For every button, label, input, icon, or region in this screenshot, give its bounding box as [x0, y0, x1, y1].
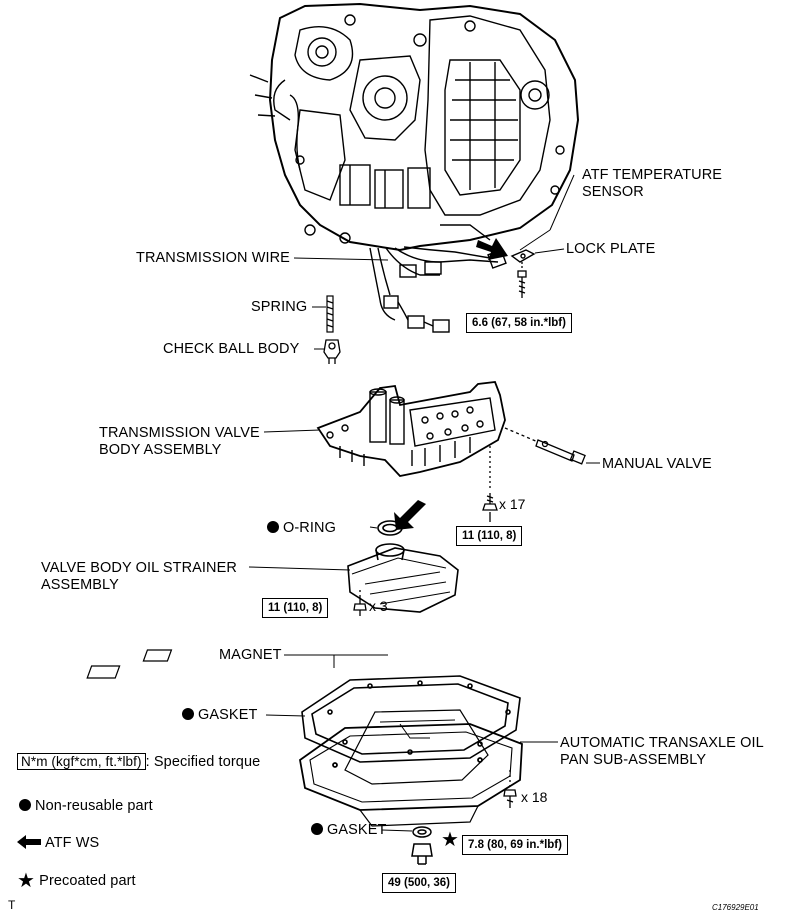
torque-sensor-bolt: 6.6 (67, 58 in.*lbf): [466, 313, 572, 333]
strainer-illustration: [347, 543, 459, 613]
label-check-ball-body: CHECK BALL BODY: [163, 341, 300, 357]
atf-arrow-sensor: [476, 238, 508, 260]
legend-non-reusable: Non-reusable part: [19, 798, 153, 815]
label-o-ring-text: O-RING: [283, 520, 336, 536]
spring-illustration: [326, 295, 334, 333]
label-manual-valve: MANUAL VALVE: [602, 456, 712, 472]
torque-drain-plug: 49 (500, 36): [382, 873, 457, 893]
qty-pan-bolts: x 18: [521, 789, 548, 805]
label-strainer: VALVE BODY OIL STRAINER ASSEMBLY: [41, 560, 237, 594]
label-gasket-drain-text: GASKET: [327, 822, 387, 838]
label-spring: SPRING: [251, 299, 308, 315]
valve-body-illustration: [316, 381, 506, 477]
pan-bolt-illustration: [503, 770, 517, 808]
check-ball-body-illustration: [323, 339, 341, 364]
torque-pan-bolts: 7.8 (80, 69 in.*lbf): [462, 835, 568, 855]
torque-strainer-bolts: 11 (110, 8): [262, 598, 329, 618]
corner-letter: T: [8, 898, 16, 912]
label-oil-pan-line1: AUTOMATIC TRANSAXLE OIL: [560, 735, 764, 751]
label-transmission-valve-body: TRANSMISSION VALVE BODY ASSEMBLY: [99, 425, 260, 459]
transaxle-housing-illustration: [249, 2, 580, 252]
label-valve-body-line2: BODY ASSEMBLY: [99, 442, 222, 458]
label-strainer-line2: ASSEMBLY: [41, 577, 119, 593]
drain-plug-illustration: [411, 843, 433, 865]
legend-torque-text: : Specified torque: [145, 754, 261, 770]
non-reusable-dot-icon: [19, 799, 31, 811]
legend-non-reusable-text: Non-reusable part: [35, 798, 153, 814]
label-lock-plate: LOCK PLATE: [566, 241, 656, 257]
atf-arrow-o-ring: [394, 500, 426, 530]
legend-atf: ATF WS: [17, 835, 99, 852]
label-o-ring: O-RING: [267, 520, 336, 537]
oil-pan-illustration: [299, 709, 523, 827]
magnet-illustration: [86, 649, 173, 679]
legend-precoated-text: Precoated part: [39, 873, 136, 889]
non-reusable-dot-icon: [311, 823, 323, 835]
lock-plate-illustration: [510, 249, 536, 263]
non-reusable-dot-icon: [182, 708, 194, 720]
legend-torque: N*m (kgf*cm, ft.*lbf): Specified torque: [17, 753, 260, 771]
strainer-bolt-illustration: [353, 590, 367, 616]
transmission-wire-illustration: [369, 246, 507, 333]
manual-valve-illustration: [504, 427, 586, 465]
sensor-bolt-illustration: [517, 262, 527, 298]
label-gasket-pan: GASKET: [182, 707, 257, 724]
label-atf-temperature-sensor: ATF TEMPERATURE SENSOR: [582, 167, 722, 201]
atf-arrow-icon: [17, 835, 41, 849]
label-atf-temperature-sensor-line1: ATF TEMPERATURE: [582, 167, 723, 183]
valve-body-bolt-illustration: [482, 446, 498, 522]
non-reusable-dot-icon: [267, 521, 279, 533]
leader-lines: [248, 174, 600, 832]
label-oil-pan-line2: PAN SUB-ASSEMBLY: [560, 752, 707, 768]
label-valve-body-line1: TRANSMISSION VALVE: [99, 425, 260, 441]
label-transmission-wire: TRANSMISSION WIRE: [136, 250, 290, 266]
precoated-star-icon: ★: [441, 829, 460, 851]
label-magnet: MAGNET: [219, 647, 282, 663]
label-strainer-line1: VALVE BODY OIL STRAINER: [41, 560, 237, 576]
drain-gasket-illustration: [412, 826, 432, 838]
torque-valve-body-bolts: 11 (110, 8): [456, 526, 523, 546]
legend-torque-box: N*m (kgf*cm, ft.*lbf): [17, 753, 146, 770]
legend-precoated: ★ Precoated part: [17, 870, 136, 892]
figure-code: C176929E01: [712, 903, 759, 912]
legend-atf-text: ATF WS: [45, 835, 100, 851]
precoated-star-icon: ★: [17, 870, 36, 892]
qty-strainer-bolts: x 3: [369, 598, 388, 614]
label-oil-pan: AUTOMATIC TRANSAXLE OIL PAN SUB-ASSEMBLY: [560, 735, 764, 769]
label-gasket-drain: GASKET: [311, 822, 386, 839]
qty-valve-body-bolts: x 17: [499, 496, 526, 512]
label-gasket-pan-text: GASKET: [198, 707, 258, 723]
pan-gasket-illustration: [301, 675, 521, 763]
label-atf-temperature-sensor-line2: SENSOR: [582, 184, 644, 200]
